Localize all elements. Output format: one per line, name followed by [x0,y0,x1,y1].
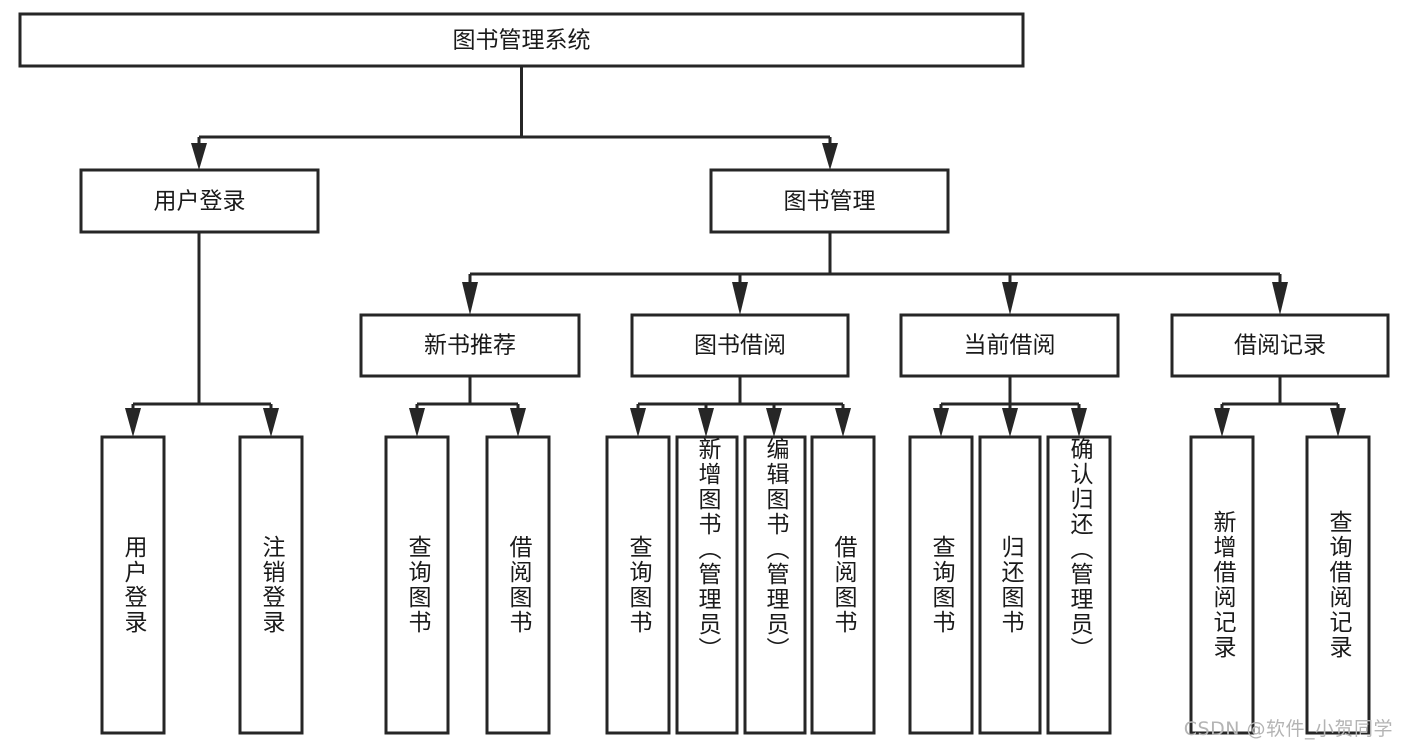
leaf-box-edit-book[interactable] [743,435,807,735]
leaf-box-borrow-book-1[interactable] [485,435,551,735]
connector-bookmgmt-to-level3 [462,232,1288,315]
arrow-head-leaf-query-book-3 [933,408,949,437]
node-book-borrow-box[interactable] [630,313,850,378]
arrow-head-leaf-borrow-book-1 [510,408,526,437]
arrow-head-leaf-user-login [125,408,141,437]
arrow-head-leaf-return-book [1002,408,1018,437]
arrow-head-leaf-user-logout [263,408,279,437]
leaf-box-query-book-1[interactable] [384,435,450,735]
arrow-head-leaf-add-book [698,408,714,437]
node-root-box[interactable] [18,12,1025,68]
node-root[interactable]: 图书管理系统 [18,12,1025,68]
node-user-login-box[interactable] [79,168,320,234]
node-book-borrow[interactable]: 图书借阅 [630,313,850,378]
node-user-login-label: 用户登录 [154,189,246,215]
arrow-head-leaf-borrow-book-2 [835,408,851,437]
connector-currentborrow-to-leaves [933,376,1087,437]
connector-borrowrecord-to-leaves [1214,376,1346,437]
arrow-head-leaf-confirm-return [1071,408,1087,437]
node-user-login[interactable]: 用户登录 [79,168,320,234]
leaf-box-query-book-3[interactable] [908,435,974,735]
arrow-head-leaf-add-record [1214,408,1230,437]
leaf-box-query-record[interactable] [1305,435,1371,735]
node-borrow-record[interactable]: 借阅记录 [1170,313,1390,378]
leaf-box-query-book-2[interactable] [605,435,671,735]
node-borrow-record-box[interactable] [1170,313,1390,378]
node-new-book-recommend[interactable]: 新书推荐 [359,313,581,378]
arrow-head-book-borrow [732,282,748,315]
connector-userlogin-to-leaves [125,232,279,437]
node-root-label: 图书管理系统 [453,28,591,54]
node-new-book-recommend-box[interactable] [359,313,581,378]
leaf-box-user-logout[interactable] [238,435,304,735]
arrow-head-current-borrow [1002,282,1018,315]
node-current-borrow-box[interactable] [899,313,1120,378]
arrow-head-book-management [822,143,838,170]
leaf-box-return-book[interactable] [978,435,1042,735]
connector-bookborrow-to-leaves [630,376,851,437]
arrow-head-new-book-recommend [462,282,478,315]
node-current-borrow-label: 当前借阅 [964,333,1056,359]
arrow-head-leaf-query-book-2 [630,408,646,437]
watermark: CSDN @软件_小贺同学 [1183,718,1393,740]
connector-newbook-to-leaves [409,376,526,437]
node-book-management-box[interactable] [709,168,950,234]
node-book-borrow-label: 图书借阅 [694,333,786,359]
leaf-box-borrow-book-2[interactable] [810,435,876,735]
leaf-box-add-record[interactable] [1189,435,1255,735]
node-book-management[interactable]: 图书管理 [709,168,950,234]
node-new-book-recommend-label: 新书推荐 [424,333,516,359]
leaf-box-add-book[interactable] [675,435,739,735]
node-book-management-label: 图书管理 [784,189,876,215]
arrow-head-borrow-record [1272,282,1288,315]
node-current-borrow[interactable]: 当前借阅 [899,313,1120,378]
leaf-box-user-login[interactable] [100,435,166,735]
leaf-box-confirm-return[interactable] [1046,435,1112,735]
arrow-head-leaf-query-record [1330,408,1346,437]
arrow-head-leaf-query-book-1 [409,408,425,437]
arrow-head-user-login [191,143,207,170]
arrow-head-leaf-edit-book [766,408,782,437]
connector-root-to-level2 [191,66,838,170]
node-borrow-record-label: 借阅记录 [1234,333,1326,359]
